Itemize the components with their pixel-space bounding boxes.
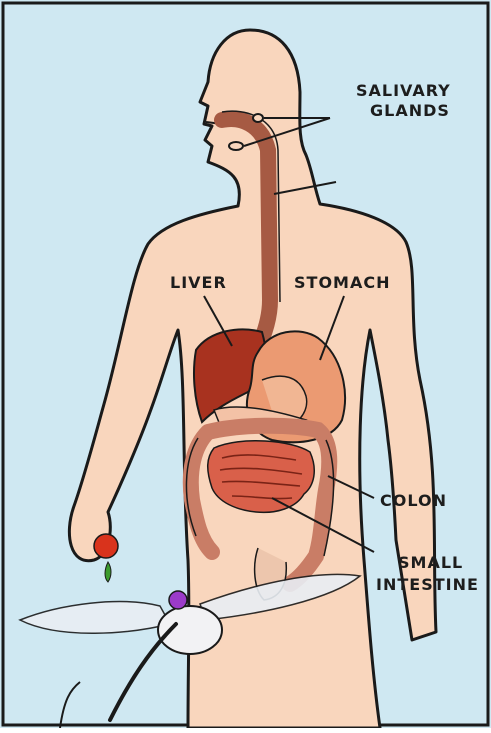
label-liver: LIVER (170, 273, 227, 292)
salivary-gland-lower (229, 142, 243, 150)
label-salivary-glands-line1: SALIVARY (356, 81, 451, 100)
label-stomach: STOMACH (294, 273, 390, 292)
label-salivary-glands-line2: GLANDS (370, 101, 450, 120)
label-small-intestine-line1: SMALL (398, 553, 463, 572)
apple-fruit (94, 534, 118, 558)
label-small-intestine-line2: INTESTINE (376, 575, 479, 594)
small-intestine (208, 441, 315, 513)
salivary-gland-upper (253, 114, 263, 122)
insect-head (169, 591, 187, 609)
label-colon: COLON (380, 491, 447, 510)
